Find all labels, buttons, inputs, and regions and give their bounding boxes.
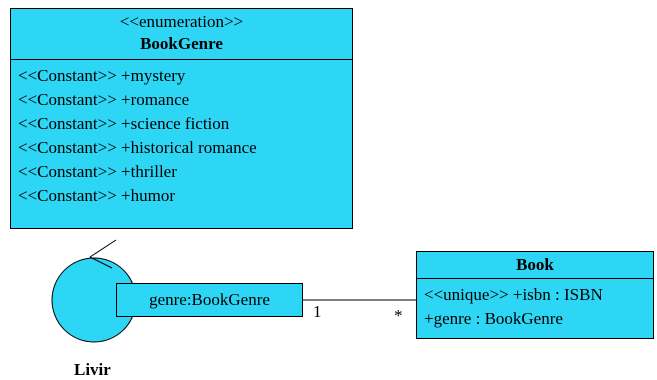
enum-literal: <<Constant>> +mystery (18, 66, 186, 85)
enum-literal: <<Constant>> +historical romance (18, 138, 257, 157)
enum-literal: <<Constant>> +science fiction (18, 114, 230, 133)
enum-literal: <<Constant>> +romance (18, 90, 190, 109)
book-attribute: <<unique>> +isbn : ISBN (424, 285, 603, 304)
enumeration-name: BookGenre (140, 34, 223, 53)
book-attribute: +genre : BookGenre (424, 309, 563, 328)
enumeration-literals: <<Constant>> +mystery <<Constant>> +roma… (11, 60, 352, 208)
book-attributes: <<unique>> +isbn : ISBN +genre : BookGen… (417, 279, 653, 331)
actor-name: Livir (74, 360, 111, 379)
actor-attribute-box[interactable]: genre:BookGenre (116, 283, 303, 317)
actor-arrow-upper (89, 239, 117, 258)
target-multiplicity: * (394, 306, 403, 325)
book-class-name: Book (417, 252, 653, 279)
enum-literal: <<Constant>> +thriller (18, 162, 177, 181)
enumeration-stereotype: <<enumeration>> (119, 12, 244, 31)
source-multiplicity: 1 (313, 302, 322, 321)
bookgenre-enumeration[interactable]: <<enumeration>> BookGenre <<Constant>> +… (10, 8, 353, 229)
enumeration-header: <<enumeration>> BookGenre (11, 9, 352, 60)
book-class[interactable]: Book <<unique>> +isbn : ISBN +genre : Bo… (416, 251, 654, 339)
enum-literal: <<Constant>> +humor (18, 186, 176, 205)
actor-arrow-lower (89, 256, 113, 269)
